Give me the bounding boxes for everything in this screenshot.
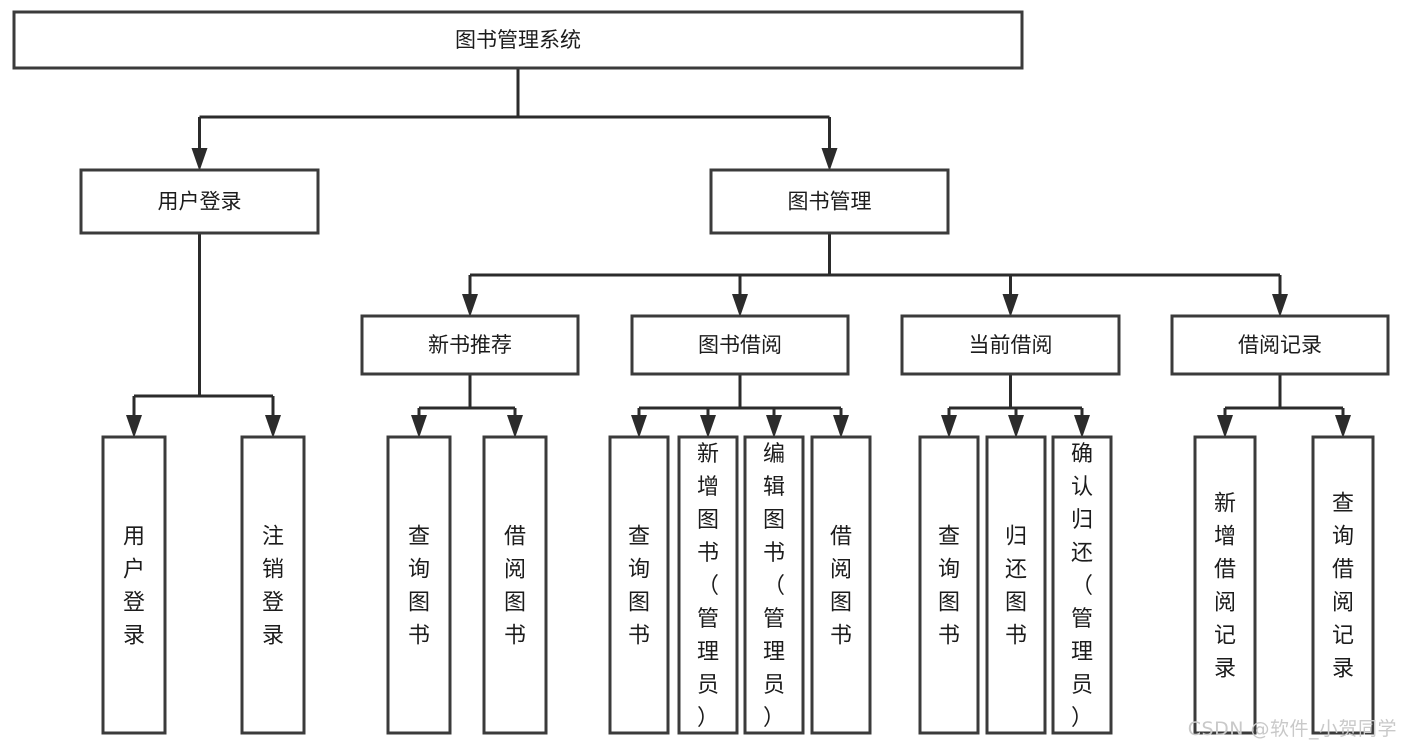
node-label: 注销登录 [262,525,284,649]
node-label: 当前借阅 [969,333,1053,357]
node-box[interactable] [743,435,805,735]
node-box[interactable] [79,168,320,235]
node-root[interactable]: 图书管理系统 [12,10,1024,70]
edge-group-book-manage [462,233,1288,317]
node-leaf-query-book-cur[interactable]: 查询图书 [918,435,980,735]
node-label: 借阅图书 [504,525,526,649]
node-box[interactable] [1170,314,1390,376]
arrow-head-icon [833,415,849,438]
node-label: 查询图书 [938,525,960,649]
node-leaf-query-record[interactable]: 查询借阅记录 [1311,435,1375,735]
node-label: 图书管理 [788,190,872,214]
node-box[interactable] [1311,435,1375,735]
arrow-head-icon [732,294,748,317]
node-box[interactable] [101,435,167,735]
arrow-head-icon [700,415,716,438]
node-label: 新增图书（管理员） [697,442,719,731]
node-box[interactable] [1051,435,1113,735]
edge-group-borrow-record [1217,374,1351,438]
node-leaf-borrow-book-rec[interactable]: 借阅图书 [482,435,548,735]
node-label: 查询图书 [628,525,650,649]
arrow-head-icon [821,148,838,171]
arrow-head-icon [1002,294,1019,317]
node-box[interactable] [810,435,872,735]
arrow-head-icon [1335,415,1351,438]
node-box[interactable] [677,435,739,735]
arrow-head-icon [126,415,142,438]
node-label: 新书推荐 [428,333,512,357]
arrow-head-icon [265,415,281,438]
node-leaf-confirm-return[interactable]: 确认归还（管理员） [1051,435,1113,735]
node-current-borrow[interactable]: 当前借阅 [900,314,1121,376]
node-box[interactable] [985,435,1047,735]
arrow-head-icon [1217,415,1233,438]
edge-group-root [191,68,838,171]
nodes-layer: 图书管理系统用户登录图书管理新书推荐图书借阅当前借阅借阅记录用户登录注销登录查询… [12,10,1390,735]
node-label: 用户登录 [123,525,145,649]
edge-group-user-login [126,233,281,438]
watermark-text: CSDN @软件_小贺同学 [1187,718,1397,740]
node-label: 新增借阅记录 [1214,492,1236,682]
arrow-head-icon [411,415,427,438]
node-label: 查询图书 [408,525,430,649]
node-leaf-logout[interactable]: 注销登录 [240,435,306,735]
node-leaf-add-book[interactable]: 新增图书（管理员） [677,435,739,735]
node-box[interactable] [709,168,950,235]
node-box[interactable] [482,435,548,735]
node-label: 图书借阅 [698,333,782,357]
arrow-head-icon [1272,294,1288,317]
node-book-borrow[interactable]: 图书借阅 [630,314,850,376]
node-label: 借阅记录 [1238,333,1322,357]
node-box[interactable] [386,435,452,735]
node-user-login[interactable]: 用户登录 [79,168,320,235]
arrow-head-icon [507,415,523,438]
node-leaf-query-book-rec[interactable]: 查询图书 [386,435,452,735]
node-leaf-borrow-book[interactable]: 借阅图书 [810,435,872,735]
arrow-head-icon [941,415,957,438]
arrow-head-icon [462,294,478,317]
node-label: 确认归还（管理员） [1071,442,1093,731]
node-label: 编辑图书（管理员） [763,442,785,731]
arrow-head-icon [631,415,647,438]
node-label: 用户登录 [158,190,242,214]
node-new-book-rec[interactable]: 新书推荐 [360,314,580,376]
edge-group-new-book-rec [411,374,523,438]
arrow-head-icon [1008,415,1024,438]
node-leaf-return-book[interactable]: 归还图书 [985,435,1047,735]
node-label: 图书管理系统 [455,28,581,52]
node-box[interactable] [12,10,1024,70]
node-label: 归还图书 [1005,525,1027,649]
node-label: 借阅图书 [830,525,852,649]
node-book-manage[interactable]: 图书管理 [709,168,950,235]
node-leaf-user-login[interactable]: 用户登录 [101,435,167,735]
node-box[interactable] [630,314,850,376]
edge-group-book-borrow [631,374,849,438]
node-leaf-query-book[interactable]: 查询图书 [608,435,670,735]
arrow-head-icon [191,148,208,171]
node-box[interactable] [360,314,580,376]
node-box[interactable] [900,314,1121,376]
node-box[interactable] [240,435,306,735]
node-leaf-add-record[interactable]: 新增借阅记录 [1193,435,1257,735]
edges-layer [126,68,1351,438]
node-leaf-edit-book[interactable]: 编辑图书（管理员） [743,435,805,735]
node-box[interactable] [608,435,670,735]
arrow-head-icon [766,415,782,438]
node-box[interactable] [918,435,980,735]
node-box[interactable] [1193,435,1257,735]
node-borrow-record[interactable]: 借阅记录 [1170,314,1390,376]
edge-group-current-borrow [941,374,1090,438]
arrow-head-icon [1074,415,1090,438]
node-label: 查询借阅记录 [1332,492,1354,682]
